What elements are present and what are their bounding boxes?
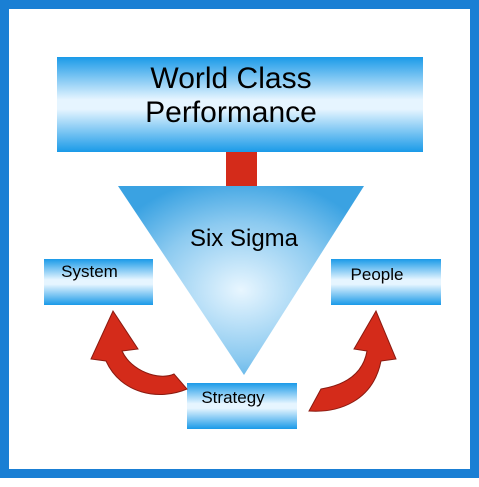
left-curved-arrow [90,309,188,395]
diagram-canvas [44,57,441,429]
right-curved-arrow [308,309,397,412]
six-sigma-triangle [118,186,364,375]
title-box [57,57,423,152]
title-line-1: World Class [150,62,312,95]
title-line-2: Performance [145,96,317,129]
system-label: System [61,262,118,281]
system-box [44,259,153,305]
strategy-label: Strategy [201,388,265,407]
people-label: People [350,265,404,284]
connector-bar [226,151,257,187]
strategy-box [187,383,297,429]
people-box [331,259,441,305]
six-sigma-label: Six Sigma [189,225,299,252]
